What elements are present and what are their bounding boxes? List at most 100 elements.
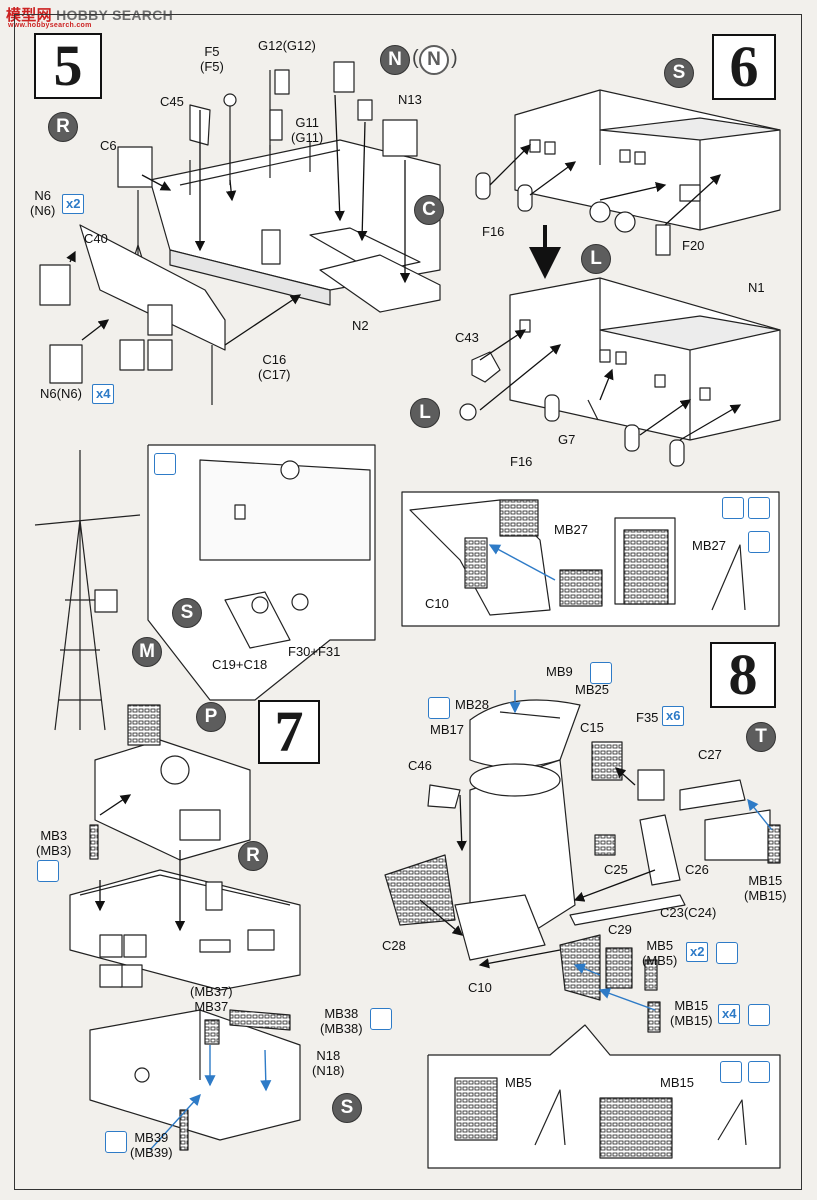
part-label-f20: F20 [682,238,705,253]
fold-up-icon [748,531,770,553]
badge-r-step7: R [238,841,268,871]
part-label-mb15: MB15 (MB15) [744,873,787,903]
glue-drop-icon [37,860,59,882]
step6-building-lower [459,277,781,467]
part-label-f35: F35 [636,710,659,725]
badge-t: T [746,722,776,752]
step5-deck [117,61,441,313]
part-label-mb15b: MB15 (MB15) [670,998,713,1028]
part-label-g7: G7 [558,432,576,447]
part-label-c10b: C10 [468,980,492,995]
part-label-c25: C25 [604,862,628,877]
badge-p: P [196,702,226,732]
part-label-mb37: (MB37) MB37 [190,984,233,1014]
badge-c: C [414,195,444,225]
part-label-f30f31: F30+F31 [288,644,341,659]
part-label-c28: C28 [382,938,406,953]
badge-l-step6a: L [581,244,611,274]
paint-brush-icon [748,1061,770,1083]
part-label-c26: C26 [685,862,709,877]
part-label-c29: C29 [608,922,632,937]
paren-close: ) [451,47,458,69]
part-label-f16b: F16 [510,454,533,469]
part-label-mb27b: MB27 [692,538,726,553]
part-label-c23: C23(C24) [660,905,717,920]
step8-funnel [384,699,781,1033]
step7-mast [34,450,141,731]
part-label-n13: N13 [398,92,422,107]
part-label-n6n6: N6(N6) [40,386,82,401]
step-number-8: 8 [710,642,776,708]
glue-drop-icon [105,1131,127,1153]
multiplier-x6-f35: x6 [662,706,685,726]
step7-inset [147,444,376,701]
step8-bottom-inset [427,1024,781,1169]
part-label-n18: N18 (N18) [312,1048,345,1078]
glue-drop-icon [722,497,744,519]
paint-brush-icon [154,453,176,475]
paren-open: ( [412,47,419,69]
step-number-7: 7 [258,700,320,764]
part-label-mb5c: MB5 [505,1075,532,1090]
part-label-c45: C45 [160,94,184,109]
badge-m: M [132,637,162,667]
part-label-mb25: MB25 [575,682,609,697]
glue-drop-icon [370,1008,392,1030]
part-label-n2: N2 [352,318,369,333]
step7-bottom-building [89,1009,301,1151]
part-label-c6: C6 [100,138,117,153]
part-label-mb15c: MB15 [660,1075,694,1090]
badge-s-step7b: S [332,1093,362,1123]
watermark: 模型网 HOBBY SEARCH www.hobbysearch.com [6,4,174,29]
badge-s-step6: S [664,58,694,88]
part-label-c19c18: C19+C18 [212,657,268,672]
badge-n-outline: N [419,45,449,75]
step5-walls [39,224,226,405]
part-label-mb5: MB5 (MB5) [642,938,678,968]
part-label-mb38: MB38 (MB38) [320,1006,363,1036]
watermark-url: www.hobbysearch.com [8,22,92,29]
part-label-mb9: MB9 [546,664,573,679]
watermark-cn: 模型网 [6,7,52,24]
part-label-g11: G11 (G11) [291,115,324,145]
part-label-c43: C43 [455,330,479,345]
step-number-6: 6 [712,34,776,100]
step8-top-inset [401,491,780,627]
part-label-n6: N6 (N6) [30,188,56,218]
glue-drop-icon [428,697,450,719]
part-label-c15: C15 [580,720,604,735]
badge-s-step7: S [172,598,202,628]
multiplier-x4-mb15: x4 [718,1004,741,1024]
part-label-c16: C16 (C17) [258,352,291,382]
badge-r: R [48,112,78,142]
part-label-g12: G12(G12) [258,38,316,53]
step6-building-upper [475,89,781,256]
glue-drop-icon [716,942,738,964]
glue-drop-icon [590,662,612,684]
badge-n: N [380,45,410,75]
multiplier-x2-mb5: x2 [686,942,709,962]
part-label-f5: F5 (F5) [200,44,224,74]
part-label-c27: C27 [698,747,722,762]
part-label-c10: C10 [425,596,449,611]
paint-brush-icon [748,497,770,519]
part-label-mb39: MB39 (MB39) [130,1130,173,1160]
page-frame [14,14,802,1190]
multiplier-x4-n6: x4 [92,384,115,404]
multiplier-x2-n6: x2 [62,194,85,214]
part-label-n1: N1 [748,280,765,295]
step7-superstructure [94,704,251,861]
part-label-c46: C46 [408,758,432,773]
part-label-c40: C40 [84,231,108,246]
step-number-5: 5 [34,33,102,99]
part-label-mb17: MB17 [430,722,464,737]
part-label-f16: F16 [482,224,505,239]
part-label-mb28: MB28 [455,697,489,712]
part-label-mb27: MB27 [554,522,588,537]
fold-up-icon [720,1061,742,1083]
glue-drop-icon [748,1004,770,1026]
badge-l-step6b: L [410,398,440,428]
part-label-mb3: MB3 (MB3) [36,828,72,858]
watermark-text: HOBBY SEARCH [56,7,174,23]
